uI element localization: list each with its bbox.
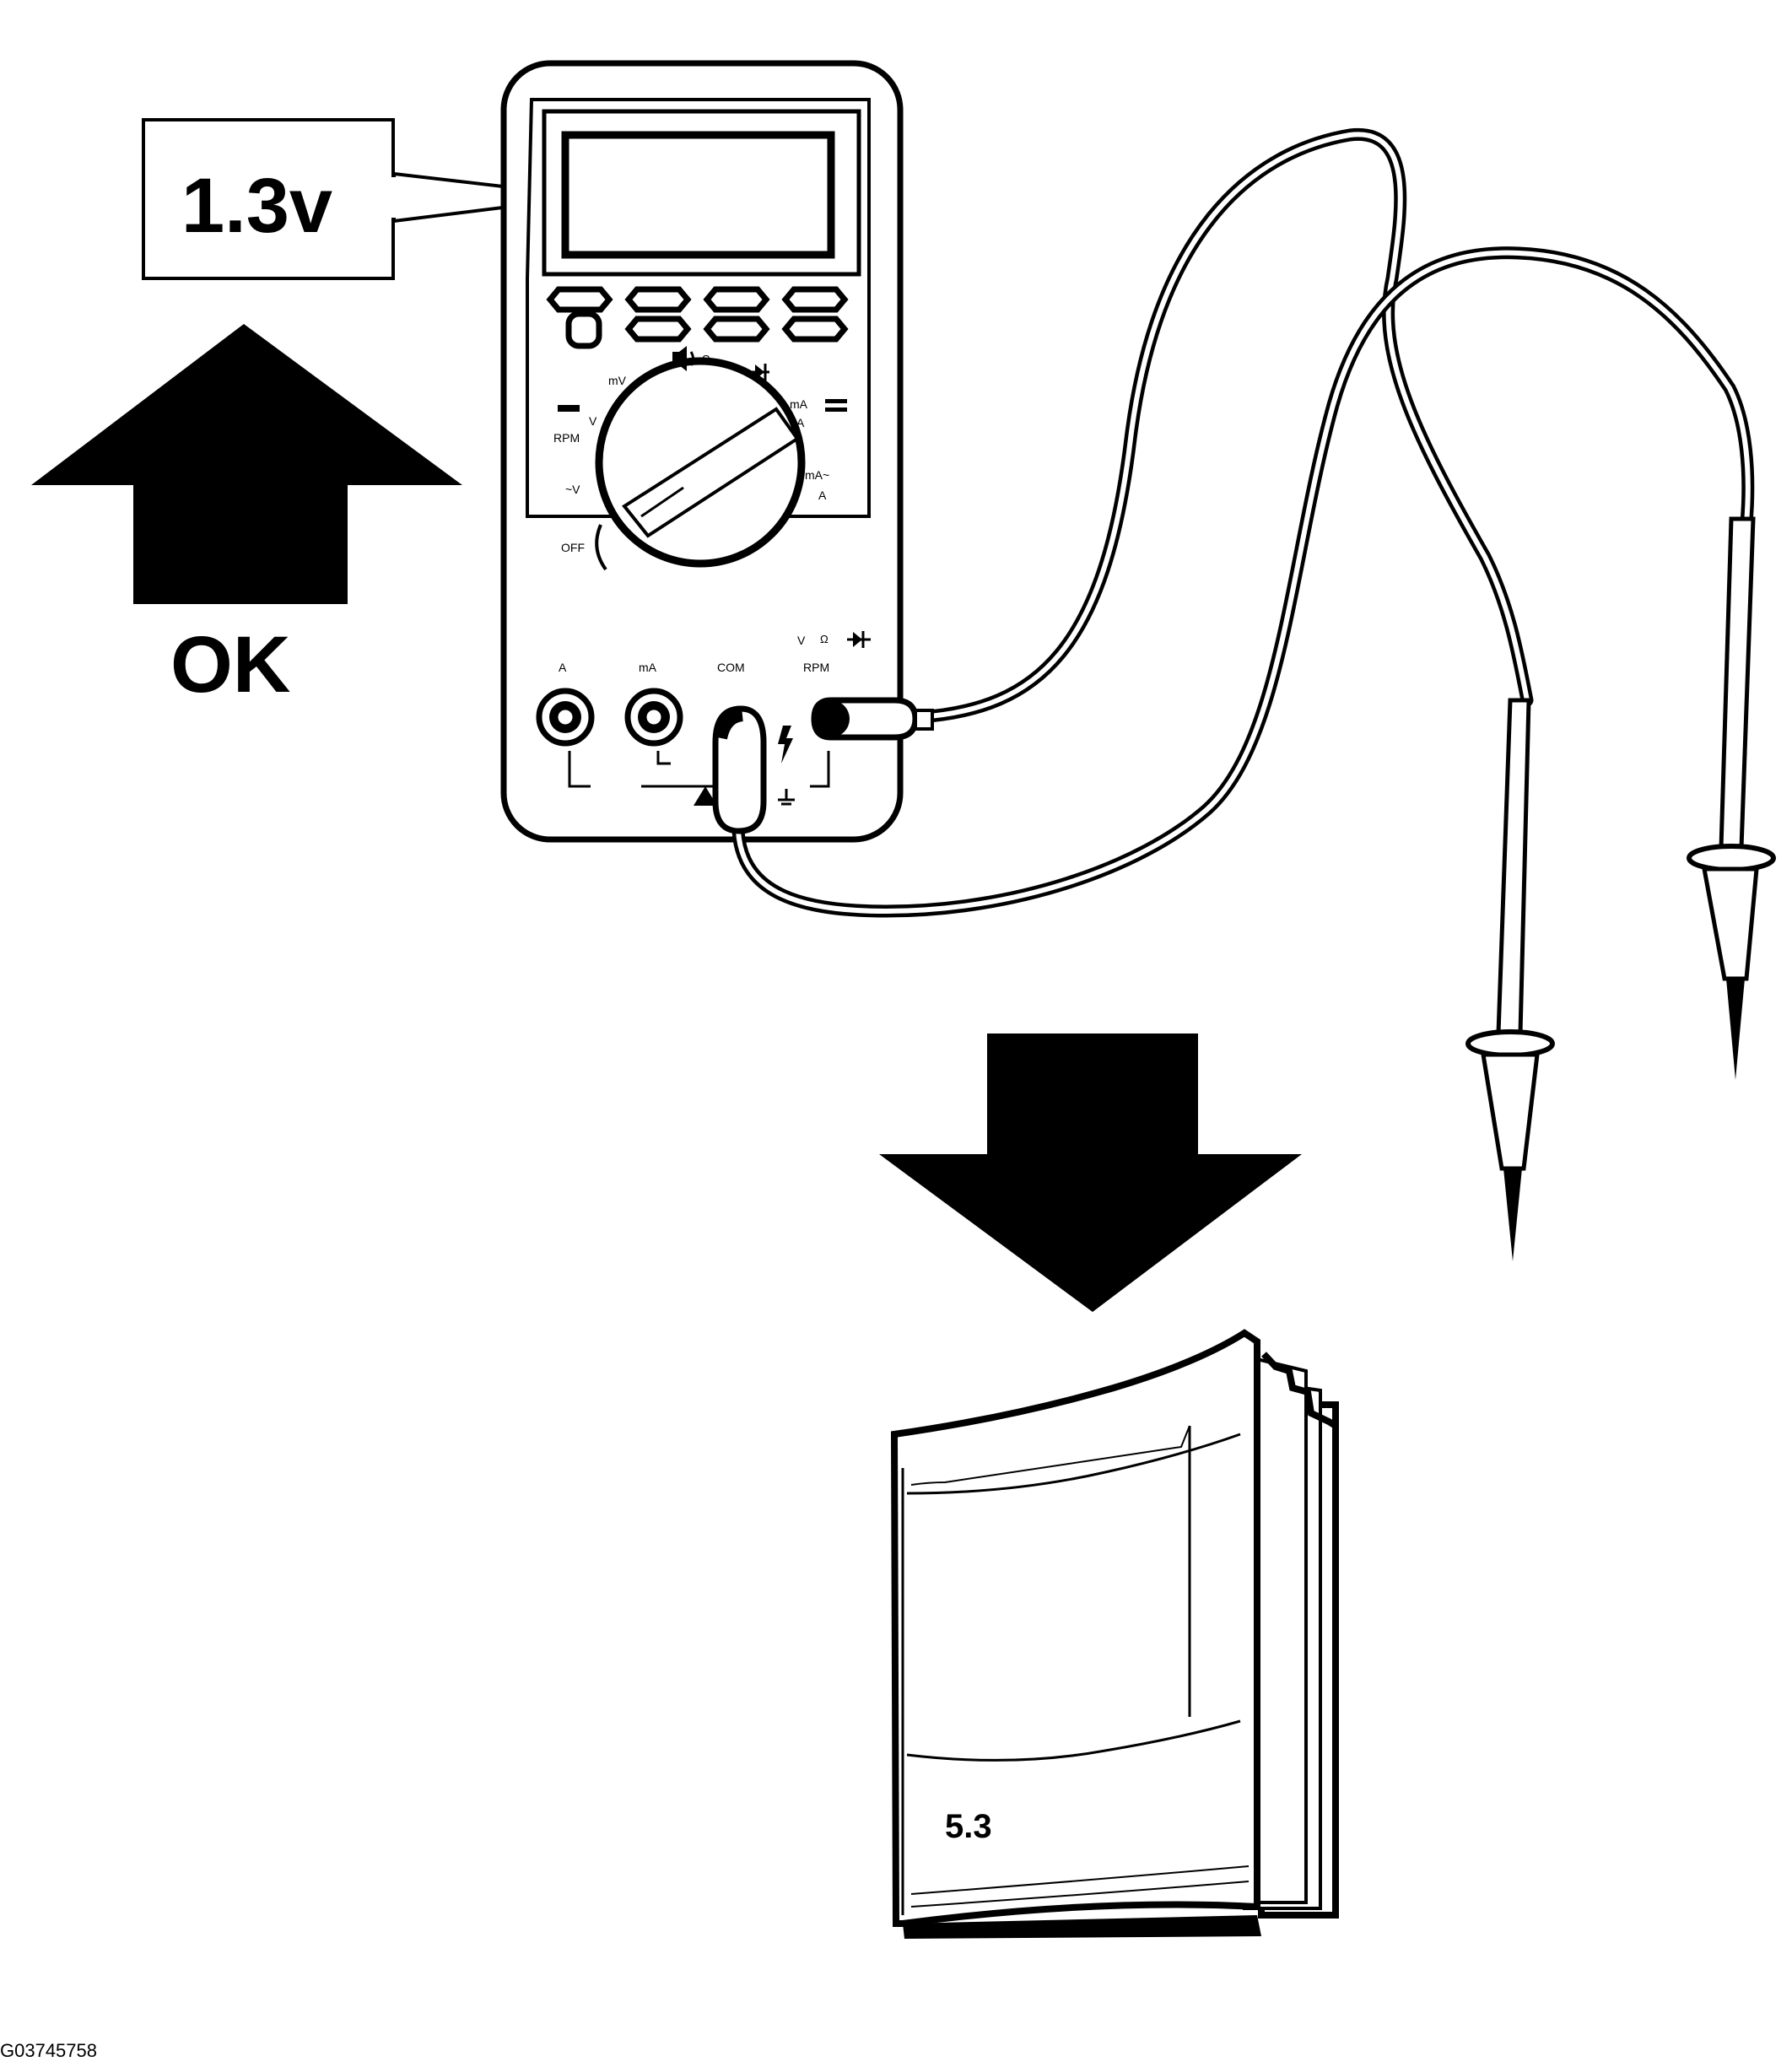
service-manual [890,1329,1339,1939]
dial-label-a-ac: A [818,488,827,502]
dc-amp-bar-icon-2 [825,407,847,412]
ground-icon [778,789,795,806]
jack-label-rpm: RPM [803,661,829,674]
reading-value: 1.3v [181,163,332,249]
ok-label: OK [170,620,291,710]
dial-label-dc-v: V [589,414,597,428]
probe-1 [1465,698,1555,1261]
v-plug [811,697,934,741]
meter-display [542,109,861,277]
jack-a[interactable] [536,688,595,747]
down-arrow [879,1034,1302,1312]
dial-label-ac-v: ~V [565,483,580,496]
diode-icon [749,364,769,380]
dc-amp-bar-icon [825,399,847,403]
jack-label-a: A [559,661,567,674]
figure-id: G03745758 [0,2040,97,2061]
dial-label-ohm: Ω [702,353,710,365]
jack-label-ma: mA [639,661,657,674]
ok-up-arrow [31,324,462,604]
jack-label-com: COM [717,661,745,674]
manual-section-number: 5.3 [945,1808,992,1845]
dial-label-ma-ac: mA~ [805,468,829,482]
jack-label-v: V [797,634,806,647]
dial-label-off: OFF [561,541,585,554]
probe-2 [1687,516,1776,1080]
jack-diode-icon [847,631,871,648]
dc-bar-icon [558,405,580,412]
high-voltage-icon [778,726,793,764]
dial-label-mv: mV [608,374,627,387]
dial-label-rpm: RPM [553,431,580,445]
com-plug [712,705,767,834]
jack-ma[interactable] [624,688,683,747]
continuity-speaker-icon [672,346,694,371]
reading-callout [142,118,591,280]
test-leads [731,127,1755,918]
multimeter: mV Ω V RPM mA A ~V mA~ A OFF A mA COM V … [500,60,904,843]
jack-label-ohm: Ω [820,633,829,645]
dial-label-ma-dc: mA [790,397,808,411]
dial-label-a-dc: A [796,416,805,429]
warning-triangle-icon [694,786,717,806]
rotary-dial[interactable] [595,357,806,571]
meter-buttons[interactable] [546,286,849,349]
